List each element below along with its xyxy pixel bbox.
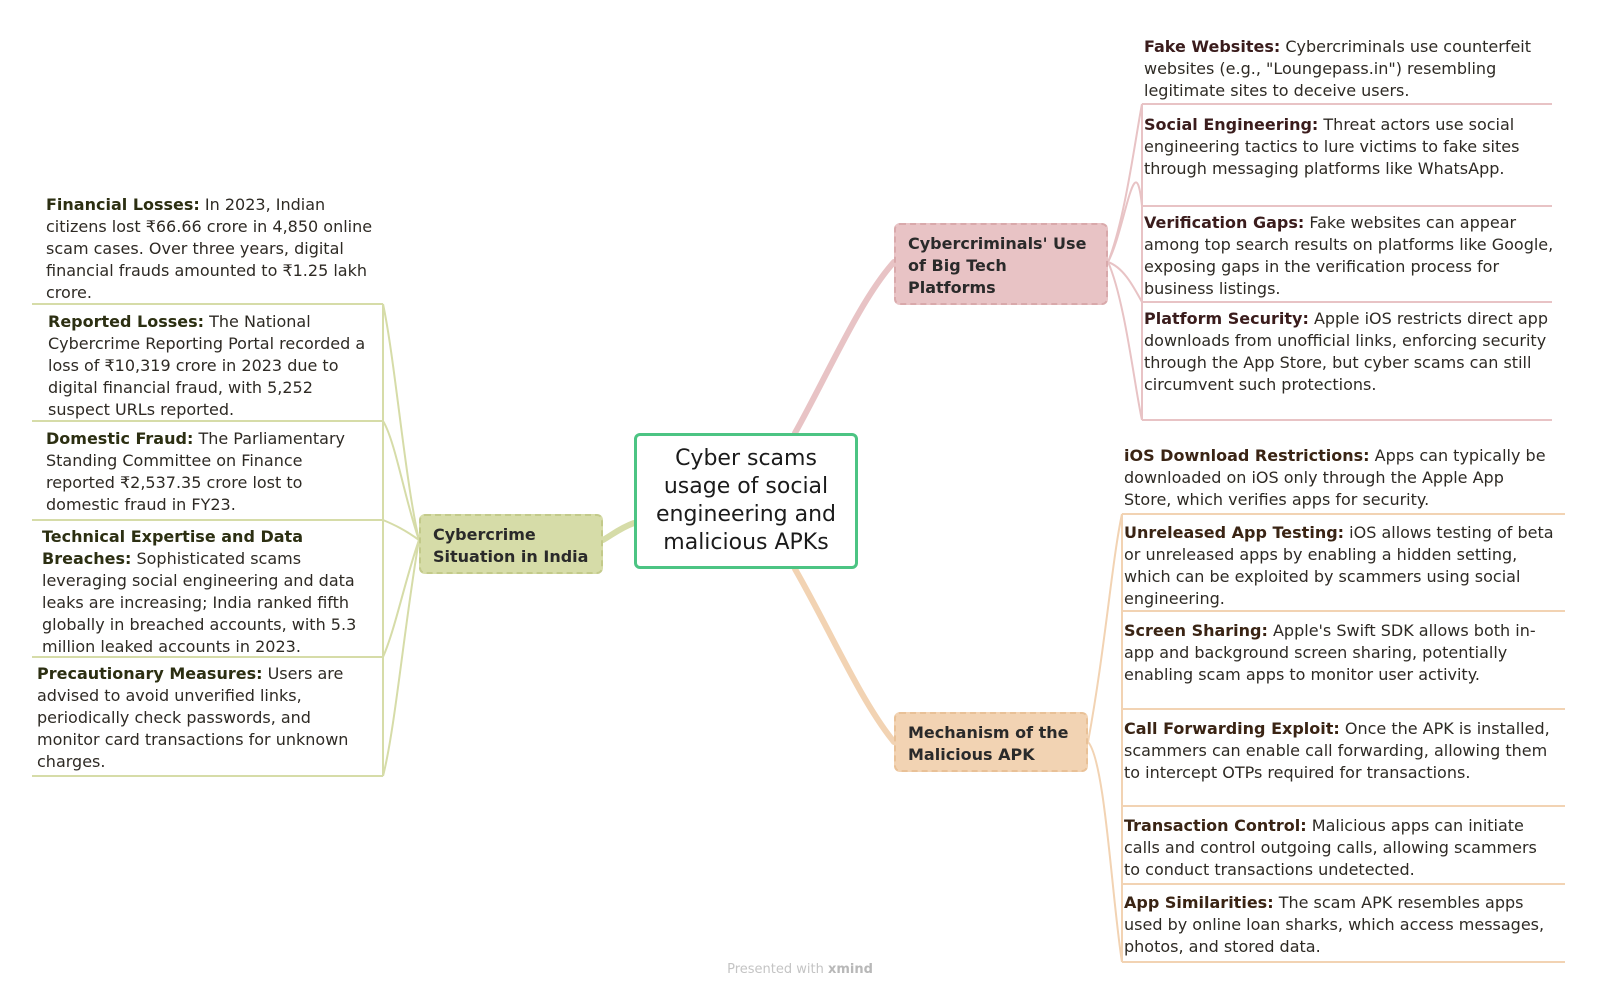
branch-cybercrime-india[interactable]: Cybercrime Situation in India [419, 514, 603, 574]
branch-malicious-apk[interactable]: Mechanism of the Malicious APK [894, 712, 1088, 772]
central-topic-label: Cyber scams usage of social engineering … [655, 446, 837, 555]
branch-label: Mechanism of the Malicious APK [908, 723, 1069, 764]
presented-with-footer: Presented with xmind [0, 962, 1600, 977]
leaf-title: Technical Expertise and Data Breaches: [42, 527, 303, 568]
leaf-title: Fake Websites: [1144, 37, 1281, 56]
leaf-text: Once the APK is installed, scammers can … [1124, 719, 1550, 782]
connectors-india-leaves [32, 303, 420, 777]
branch-label: Cybercrime Situation in India [433, 525, 589, 566]
leaf-text: Fake websites can appear among top searc… [1144, 213, 1554, 298]
connectors-bigtech-leaves [1107, 103, 1552, 421]
leaf-reported-losses[interactable]: Reported Losses: The National Cybercrime… [48, 311, 378, 421]
leaf-unreleased-app-testing[interactable]: Unreleased App Testing: iOS allows testi… [1124, 522, 1554, 610]
leaf-domestic-fraud[interactable]: Domestic Fraud: The Parliamentary Standi… [46, 428, 376, 516]
leaf-title: Reported Losses: [48, 312, 205, 331]
leaf-call-forwarding-exploit[interactable]: Call Forwarding Exploit: Once the APK is… [1124, 718, 1554, 784]
leaf-title: Precautionary Measures: [37, 664, 263, 683]
leaf-screen-sharing[interactable]: Screen Sharing: Apple's Swift SDK allows… [1124, 620, 1554, 686]
leaf-technical-expertise[interactable]: Technical Expertise and Data Breaches: S… [42, 526, 378, 658]
leaf-fake-websites[interactable]: Fake Websites: Cybercriminals use counte… [1144, 36, 1554, 102]
leaf-social-engineering[interactable]: Social Engineering: Threat actors use so… [1144, 114, 1554, 180]
footer-prefix: Presented with [727, 962, 824, 977]
leaf-text: The National Cybercrime Reporting Portal… [48, 312, 366, 419]
connector-central-to-india [600, 520, 637, 543]
leaf-text: The scam APK resembles apps used by onli… [1124, 893, 1545, 956]
leaf-transaction-control[interactable]: Transaction Control: Malicious apps can … [1124, 815, 1554, 881]
leaf-app-similarities[interactable]: App Similarities: The scam APK resembles… [1124, 892, 1554, 958]
leaf-title: Domestic Fraud: [46, 429, 194, 448]
central-topic[interactable]: Cyber scams usage of social engineering … [634, 433, 858, 569]
leaf-text: Cybercriminals use counterfeit websites … [1144, 37, 1532, 100]
leaf-text: Sophisticated scams leveraging social en… [42, 549, 357, 656]
leaf-ios-download-restrictions[interactable]: iOS Download Restrictions: Apps can typi… [1124, 445, 1554, 511]
connector-central-to-apk [792, 566, 897, 745]
branch-label: Cybercriminals' Use of Big Tech Platform… [908, 234, 1087, 297]
leaf-text: Apps can typically be downloaded on iOS … [1124, 446, 1546, 509]
leaf-text: Apple's Swift SDK allows both in-app and… [1124, 621, 1536, 684]
leaf-text: In 2023, Indian citizens lost ₹66.66 cro… [46, 195, 373, 302]
leaf-title: Social Engineering: [1144, 115, 1319, 134]
leaf-title: Verification Gaps: [1144, 213, 1305, 232]
leaf-text: Threat actors use social engineering tac… [1144, 115, 1520, 178]
leaf-text: Malicious apps can initiate calls and co… [1124, 816, 1537, 879]
leaf-title: Transaction Control: [1124, 816, 1307, 835]
leaf-financial-losses[interactable]: Financial Losses: In 2023, Indian citize… [46, 194, 376, 304]
leaf-title: Platform Security: [1144, 309, 1309, 328]
leaf-text: iOS allows testing of beta or unreleased… [1124, 523, 1554, 608]
leaf-precautionary-measures[interactable]: Precautionary Measures: Users are advise… [37, 663, 367, 773]
leaf-title: Call Forwarding Exploit: [1124, 719, 1340, 738]
leaf-text: Apple iOS restricts direct app downloads… [1144, 309, 1548, 394]
connector-central-to-bigtech [792, 259, 897, 436]
leaf-title: Financial Losses: [46, 195, 200, 214]
leaf-title: iOS Download Restrictions: [1124, 446, 1370, 465]
leaf-verification-gaps[interactable]: Verification Gaps: Fake websites can app… [1144, 212, 1554, 300]
leaf-title: Unreleased App Testing: [1124, 523, 1345, 542]
leaf-title: App Similarities: [1124, 893, 1274, 912]
leaf-platform-security[interactable]: Platform Security: Apple iOS restricts d… [1144, 308, 1554, 396]
leaf-text: The Parliamentary Standing Committee on … [46, 429, 345, 514]
branch-bigtech-platforms[interactable]: Cybercriminals' Use of Big Tech Platform… [894, 223, 1108, 305]
connectors-apk-leaves [1087, 513, 1565, 963]
xmind-logo-text: xmind [827, 962, 873, 977]
leaf-text: Users are advised to avoid unverified li… [37, 664, 349, 771]
leaf-title: Screen Sharing: [1124, 621, 1268, 640]
